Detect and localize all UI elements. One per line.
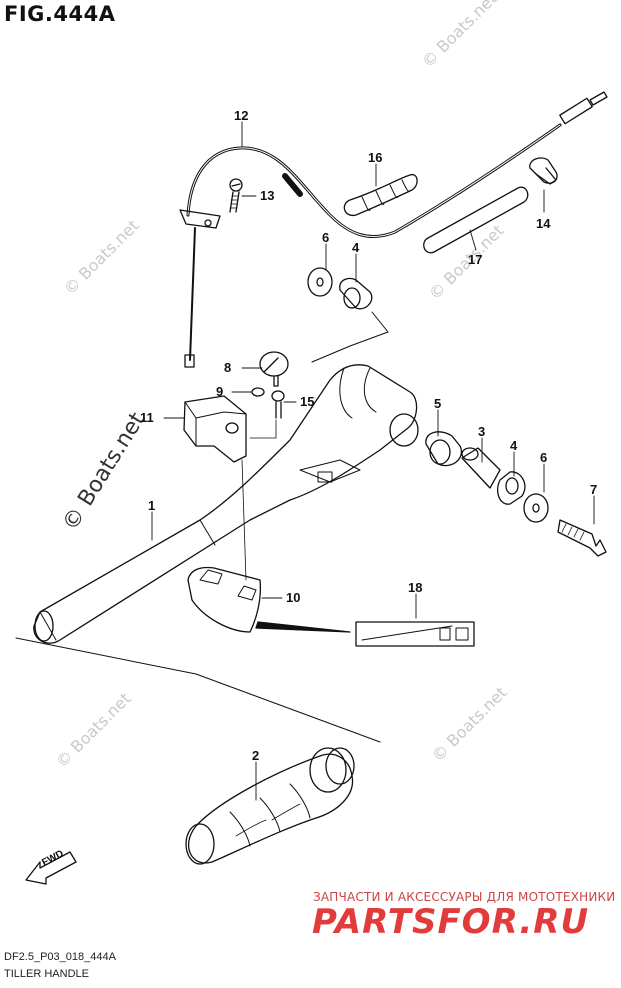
callout-12: 12 [234,108,248,123]
callout-2: 2 [252,748,259,763]
grip-2 [187,753,354,864]
bush-4-lower [496,471,526,505]
callout-1: 1 [148,498,155,513]
washer-6-lower [523,493,549,523]
callout-6-top: 6 [322,230,329,245]
label-18 [355,621,475,647]
callout-7: 7 [590,482,597,497]
footer-code: DF2.5_P03_018_444A [4,951,116,963]
cable-inner-wire [189,227,196,361]
callout-10: 10 [286,590,300,605]
callout-4-lower: 4 [510,438,518,453]
callout-8: 8 [224,360,231,375]
collar-3 [461,447,501,489]
tiller-pivot-hole [389,413,419,447]
callout-4-top: 4 [352,240,360,255]
callout-9: 9 [216,384,223,399]
tube-17 [423,186,529,254]
group-outline-upper [311,311,389,363]
callout-18: 18 [408,580,422,595]
assembly-line [241,459,247,581]
callout-15: 15 [300,394,314,409]
shop-logo: PARTSFOR.RU [312,902,590,942]
fwd-arrow-icon [25,851,77,885]
label-pointer [255,621,351,633]
bolt-7 [557,519,607,557]
footer-name: TILLER HANDLE [4,968,89,980]
cable-end [559,97,593,125]
bush-5 [425,431,463,467]
callout-17: 17 [468,252,482,267]
washer-9 [251,387,265,397]
clamp-10 [187,566,262,633]
cable-12-sleeve [282,173,303,197]
callout-11: 11 [140,410,154,425]
cable-12 [186,123,562,238]
callout-13: 13 [260,188,274,203]
callout-5: 5 [434,396,441,411]
washer-6-top [307,267,333,297]
cable-bracket [179,209,221,229]
shop-tagline: ЗАПЧАСТИ И АКСЕССУАРЫ ДЛЯ МОТОТЕХНИКИ [313,890,616,904]
screw-13-head [229,178,243,192]
callout-16: 16 [368,150,382,165]
figure-title: FIG.444A [4,2,116,26]
tiller-arm-1 [33,364,418,644]
callout-14: 14 [536,216,551,231]
group-outline [15,637,381,743]
fwd-label: FWD [40,848,65,868]
bracket-11 [183,395,247,463]
callout-3: 3 [478,424,485,439]
fwd-label-group: FWD [40,848,65,868]
bush-4-top [339,277,373,310]
screw-15-head [271,390,285,402]
callouts: 1 2 3 4 4 5 6 6 7 8 9 10 11 12 13 14 15 … [140,108,597,763]
callout-6-lower: 6 [540,450,547,465]
sleeve-16 [343,173,418,217]
